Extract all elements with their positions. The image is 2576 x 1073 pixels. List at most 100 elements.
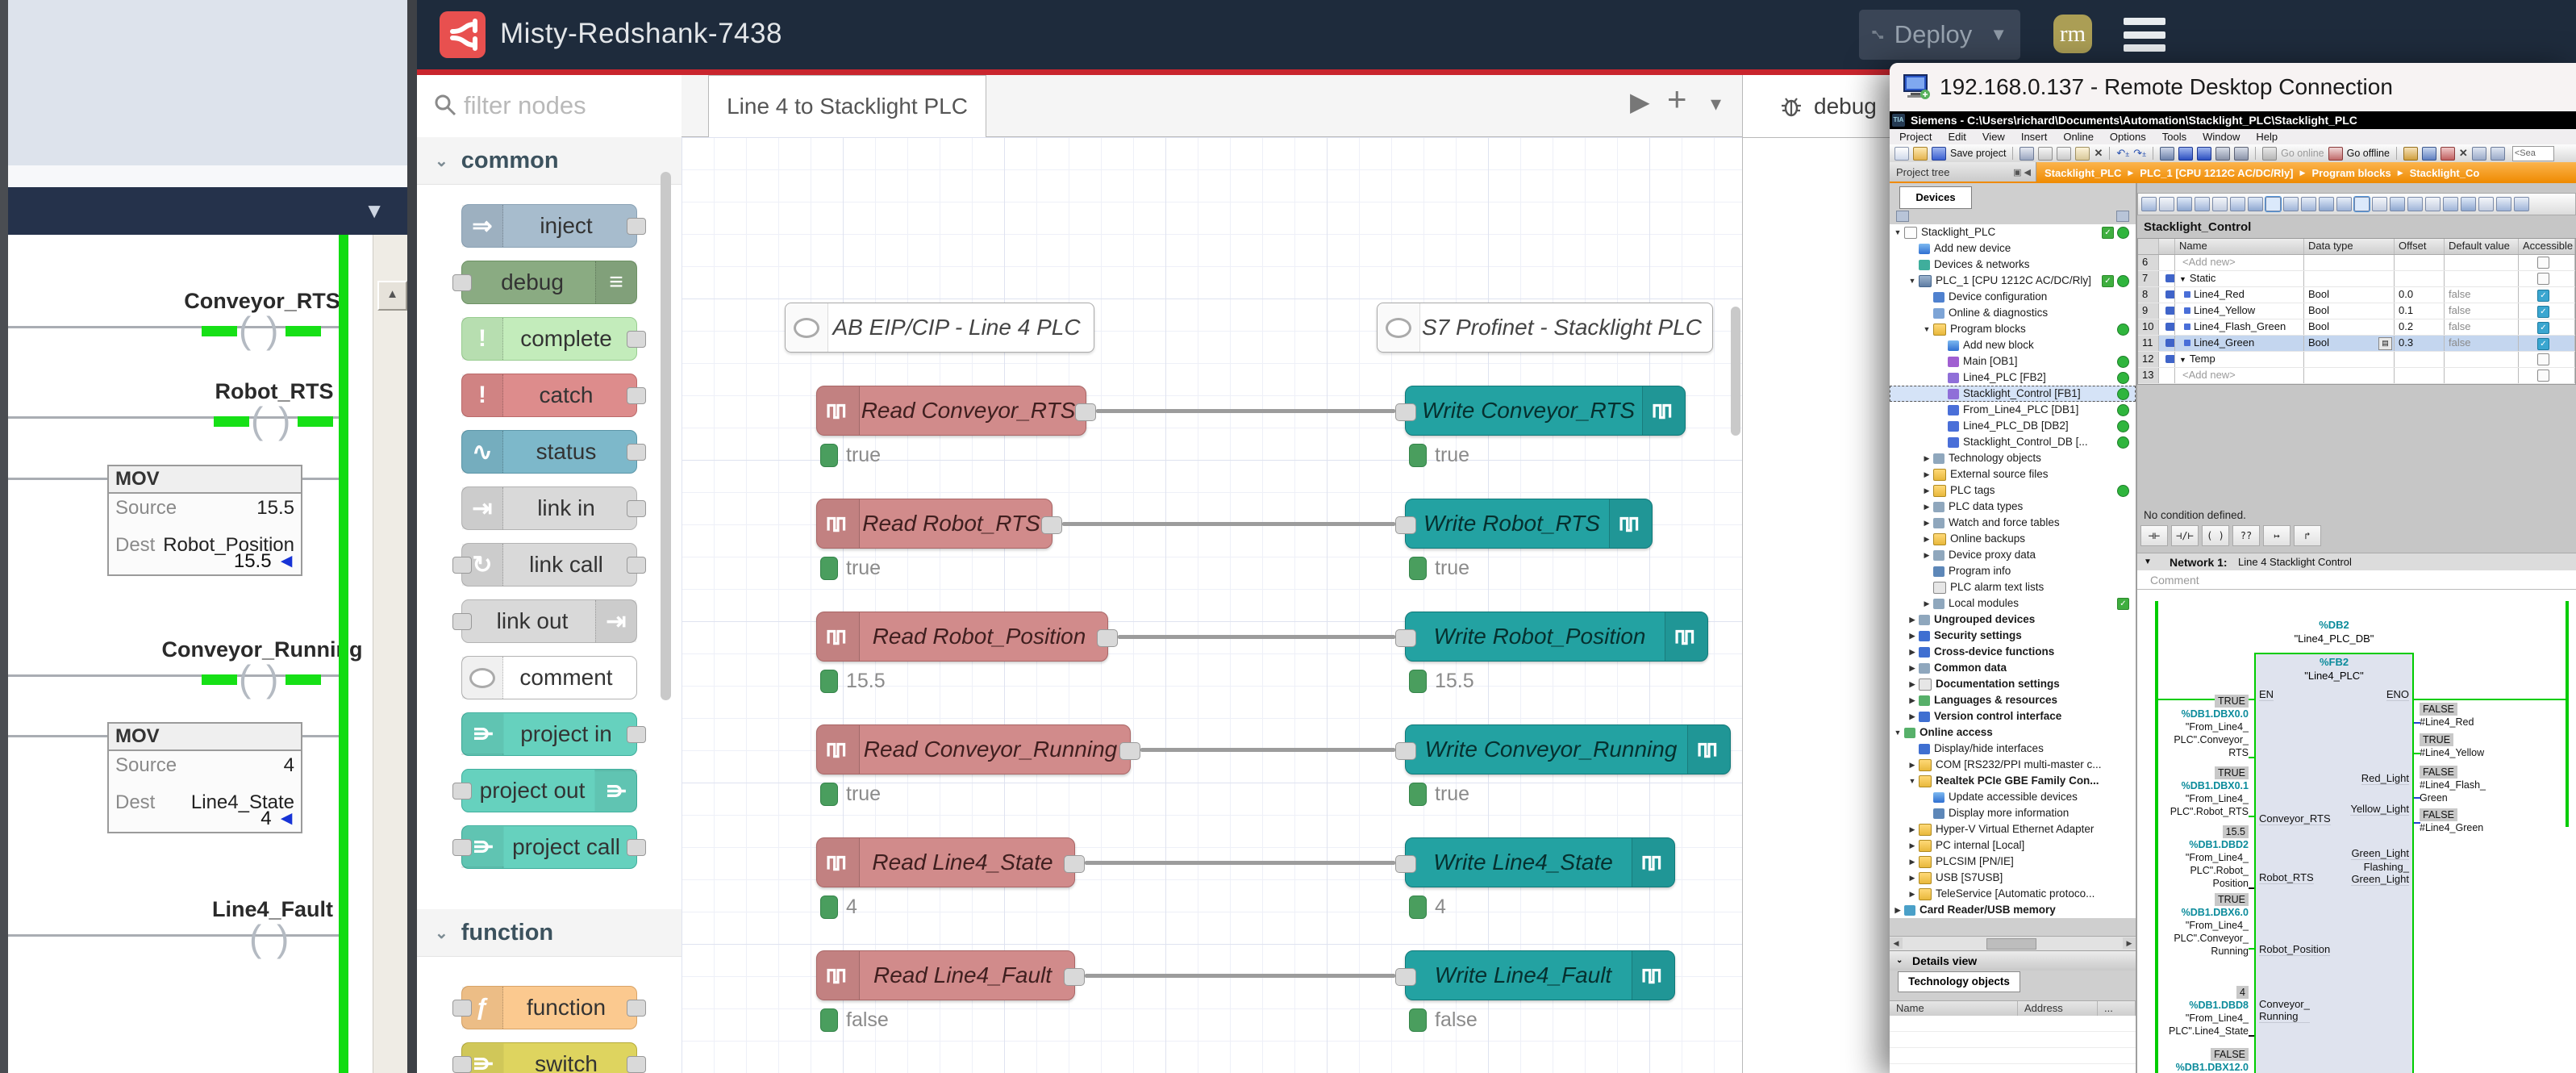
editor-toolbar-icon[interactable] <box>2212 197 2228 211</box>
palette-node[interactable]: ↻ link call <box>461 543 637 587</box>
breadcrumb-item[interactable]: PLC_1 [CPU 1212C AC/DC/Rly] <box>2140 167 2305 179</box>
network-comment[interactable]: Comment <box>2137 570 2576 590</box>
breadcrumb-item[interactable]: Stacklight_PLC <box>2045 167 2133 179</box>
tab-debug[interactable]: debug <box>1759 75 1899 137</box>
editor-toolbar-icon[interactable] <box>2248 197 2263 211</box>
node-output-port[interactable] <box>627 1056 646 1073</box>
open-project-icon[interactable] <box>1913 147 1928 161</box>
operand-stack[interactable]: TRUE#Line4_Yellow <box>2420 733 2573 759</box>
tree-expander-icon[interactable]: ▼ <box>1907 773 1917 789</box>
tree-item[interactable]: ▶ PLCSIM [PN/IE] <box>1890 854 2136 870</box>
mov-block-robot-position[interactable]: MOV Source 15.5 Dest Robot_Position 15.5… <box>107 465 302 576</box>
operand-stack[interactable]: TRUE%DB1.DBX0.1"From_Line4_PLC".Robot_RT… <box>2137 766 2249 818</box>
accessible-checkbox[interactable]: ✓ <box>2537 290 2549 302</box>
tree-item[interactable]: Program info <box>1890 563 2136 579</box>
new-project-icon[interactable] <box>1894 147 1909 161</box>
menu-item[interactable]: Edit <box>1948 131 1965 143</box>
tree-item[interactable]: ▶ Watch and force tables <box>1890 515 2136 531</box>
rdp-titlebar[interactable]: 192.168.0.137 - Remote Desktop Connectio… <box>1890 63 2576 112</box>
tree-expander-icon[interactable]: ▶ <box>1907 644 1917 660</box>
tree-item[interactable]: ▶ PLC tags <box>1890 482 2136 499</box>
accessible-checkbox[interactable] <box>2537 369 2549 382</box>
split-vertical-icon[interactable] <box>2491 147 2505 161</box>
go-online-icon[interactable] <box>2262 147 2277 161</box>
tree-expander-icon[interactable]: ▶ <box>1907 757 1917 773</box>
palette-node[interactable]: ⇥ link in <box>461 486 637 530</box>
tree-expander-icon[interactable]: ▶ <box>1922 482 1932 499</box>
tree-item[interactable]: ▼ PLC_1 [CPU 1212C AC/DC/Rly] ✓ <box>1890 273 2136 289</box>
network-header[interactable]: ▼ Network 1: Line 4 Stacklight Control <box>2137 553 2576 571</box>
editor-toolbar-icon[interactable] <box>2407 197 2423 211</box>
tree-expander-icon[interactable]: ▶ <box>1907 854 1917 870</box>
node-input-port[interactable] <box>452 1000 472 1017</box>
node-input-port[interactable] <box>452 613 472 630</box>
panel-pin-icons[interactable]: ▣ ◀ <box>2013 162 2031 183</box>
node-output-port[interactable] <box>1064 968 1085 986</box>
editor-toolbar-icon[interactable] <box>2354 197 2370 211</box>
editor-toolbar-icon[interactable] <box>2195 197 2210 211</box>
tree-expander-icon[interactable]: ▶ <box>1907 821 1917 837</box>
tree-item[interactable]: Update accessible devices <box>1890 789 2136 805</box>
flow-tab[interactable]: Line 4 to Stacklight PLC <box>708 75 986 137</box>
ladder-canvas[interactable]: Conveyor_RTS () Robot_RTS () MOV Source … <box>8 235 407 1073</box>
palette-node[interactable]: ⋔ project in <box>461 712 637 756</box>
editor-toolbar-icon[interactable] <box>2230 197 2245 211</box>
deploy-button[interactable]: Deploy ▼ <box>1859 10 2020 60</box>
editor-toolbar-icon[interactable] <box>2319 197 2334 211</box>
mov-block-line4-state[interactable]: MOV Source 4 Dest Line4_State 4 ◄ <box>107 722 302 833</box>
flow-canvas[interactable]: AB EIP/CIP - Line 4 PLC S7 Profinet - St… <box>682 137 1742 1073</box>
tree-item[interactable]: ▶ PLC data types <box>1890 499 2136 515</box>
eip-read-node[interactable]: Read Line4_Fault <box>816 950 1075 1000</box>
operand-stack[interactable]: FALSE#Line4_Red <box>2420 703 2573 729</box>
tree-item[interactable]: ▶ Hyper-V Virtual Ethernet Adapter <box>1890 821 2136 837</box>
node-output-port[interactable] <box>627 839 646 856</box>
scroll-up-icon[interactable]: ▲ <box>377 281 407 311</box>
editor-toolbar-icon[interactable] <box>2301 197 2316 211</box>
breadcrumb-item[interactable]: Stacklight_Co <box>2410 167 2486 179</box>
node-input-port[interactable] <box>1395 629 1416 647</box>
go-offline-label[interactable]: Go offline <box>2347 148 2390 159</box>
editor-toolbar-icon[interactable] <box>2283 197 2299 211</box>
fb-call-block[interactable]: %FB2 "Line4_PLC" EN ENO Conveyor_RTS Rob… <box>2254 653 2414 1073</box>
tree-item[interactable]: Line4_PLC_DB [DB2] <box>1890 418 2136 434</box>
accessible-checkbox[interactable]: ✓ <box>2537 306 2549 318</box>
go-offline-icon[interactable] <box>2328 147 2343 161</box>
tree-item[interactable]: Stacklight_Control_DB [... <box>1890 434 2136 450</box>
eip-read-node[interactable]: Read Line4_State <box>816 837 1075 887</box>
tree-expander-icon[interactable]: ▶ <box>1907 886 1917 902</box>
flow-wire[interactable] <box>1085 861 1395 865</box>
table-row[interactable]: 13 <Add new> ▤ <box>2138 368 2575 384</box>
tree-expander-icon[interactable]: ▼ <box>1907 273 1917 289</box>
operand-stack[interactable]: FALSE%DB1.DBX12.0"From_Line4_PLC".Line4_… <box>2137 1048 2249 1073</box>
tree-item[interactable]: ▼ Program blocks <box>1890 321 2136 337</box>
project-search-input[interactable] <box>2512 146 2554 161</box>
tree-expander-icon[interactable]: ▶ <box>1922 450 1932 466</box>
menu-item[interactable]: Project <box>1899 131 1932 143</box>
eip-read-node[interactable]: Read Robot_Position <box>816 612 1108 662</box>
tree-item[interactable]: ▶ Security settings <box>1890 628 2136 644</box>
start-cpu-icon[interactable] <box>2215 147 2230 161</box>
tree-item[interactable]: ▼ Realtek PCIe GBE Family Con... <box>1890 773 2136 789</box>
cut-icon[interactable] <box>2038 147 2053 161</box>
stop-simulation-icon[interactable] <box>2441 147 2455 161</box>
tree-expander-icon[interactable]: ▶ <box>1922 466 1932 482</box>
palette-node[interactable]: ⇒ inject <box>461 204 637 248</box>
tia-titlebar[interactable]: TIA Siemens - C:\Users\richard\Documents… <box>1890 111 2576 129</box>
eip-read-node[interactable]: Read Conveyor_RTS <box>816 386 1086 436</box>
tree-item[interactable]: Devices & networks <box>1890 257 2136 273</box>
tree-item[interactable]: PLC alarm text lists <box>1890 579 2136 595</box>
tree-item[interactable]: ▶ Version control interface <box>1890 708 2136 724</box>
palette-category-common[interactable]: ⌄ common <box>417 137 682 185</box>
comment-node[interactable]: S7 Profinet - Stacklight PLC <box>1377 303 1713 353</box>
operand-stack[interactable]: 4%DB1.DBD8"From_Line4_PLC".Line4_State <box>2137 986 2249 1038</box>
save-project-icon[interactable] <box>1932 147 1946 161</box>
eip-read-node[interactable]: Read Robot_RTS <box>816 499 1052 549</box>
editor-toolbar-icon[interactable] <box>2496 197 2511 211</box>
menu-item[interactable]: Window <box>2203 131 2240 143</box>
accessible-checkbox[interactable]: ✓ <box>2537 322 2549 334</box>
editor-toolbar-icon[interactable] <box>2478 197 2494 211</box>
node-input-port[interactable] <box>452 557 472 574</box>
tree-item[interactable]: From_Line4_PLC [DB1] <box>1890 402 2136 418</box>
tree-expander-icon[interactable]: ▶ <box>1907 660 1917 676</box>
start-simulation-icon[interactable] <box>2422 147 2436 161</box>
